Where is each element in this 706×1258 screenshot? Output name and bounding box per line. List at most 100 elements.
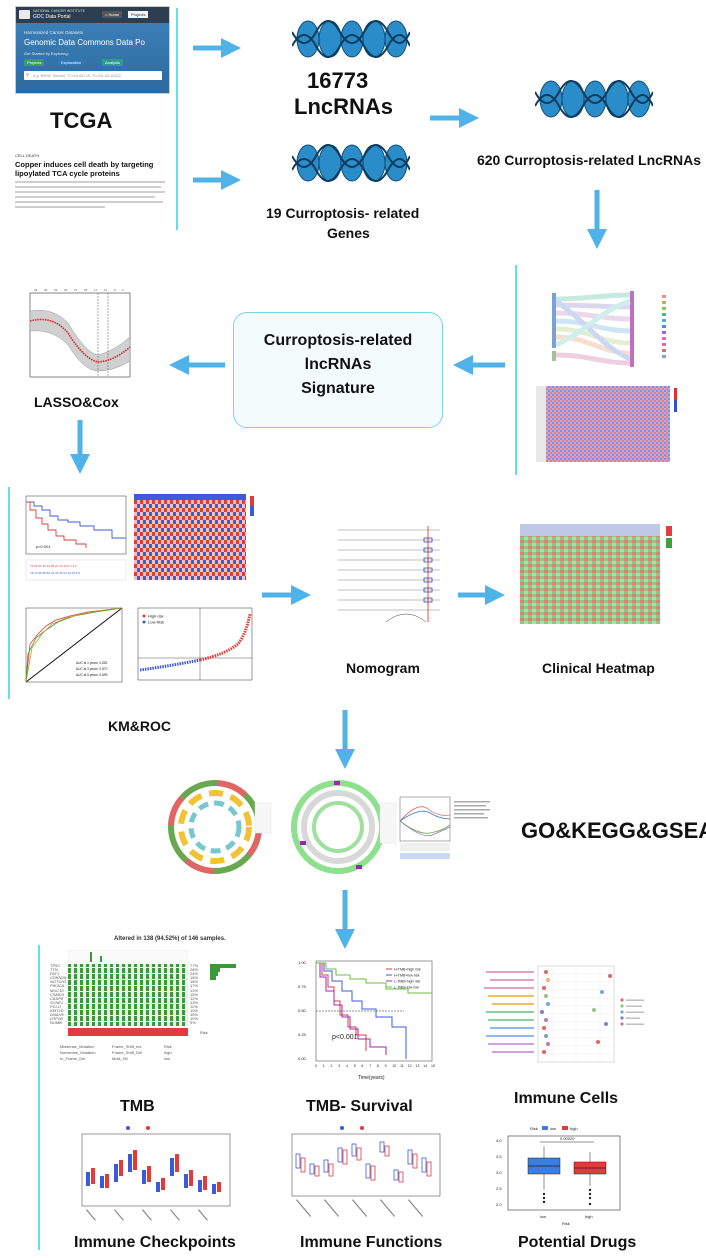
drugs-xlabel: Risk xyxy=(562,1221,570,1226)
drugs-xtick-low: low xyxy=(540,1214,546,1219)
drugs-legend-low: low xyxy=(550,1126,556,1131)
gsea-plot xyxy=(399,796,490,859)
km-pvalue: p<0.001 xyxy=(36,544,51,549)
tmb-oncoplot: Altered in 138 (94.52%) of 146 samples. … xyxy=(50,936,250,1040)
home-icon: ⌂ xyxy=(105,12,109,17)
roc-curve-plot: AUC at 1 years: 0.852 AUC at 3 years: 0.… xyxy=(25,607,123,683)
legend-frameshift-ins: Frame_Shift_Ins xyxy=(112,1044,142,1049)
surv-xtick: 3 xyxy=(338,1064,340,1068)
svg-text:27: 27 xyxy=(74,288,78,292)
divider-line xyxy=(38,945,40,1250)
svg-text:73 70 66 58 50 42 36 30 24 18: 73 70 66 58 50 42 36 30 24 18 12 6 3 xyxy=(30,571,80,575)
lncrnas-count: 16773 xyxy=(307,68,369,93)
risk-heatmap xyxy=(134,494,254,580)
surv-ytick-000: 0.00 xyxy=(298,1056,307,1061)
signature-label-line2: lncRNAs xyxy=(304,356,372,373)
lasso-label: LASSO&Cox xyxy=(34,394,119,410)
related-lncrnas-label: 620 Curroptosis-related LncRNAs xyxy=(476,152,702,168)
paper-thumbnail: CELL DEATH Copper induces cell death by … xyxy=(15,150,170,228)
surv-xtick: 2 xyxy=(331,1064,333,1068)
nomogram-label: Nomogram xyxy=(346,660,420,676)
signature-box xyxy=(233,312,443,428)
banner-line1: Harmonized Cancer Datasets xyxy=(24,30,84,35)
surv-xtick: 5 xyxy=(354,1064,356,1068)
search-icon: ⚲ xyxy=(26,72,29,77)
risk-legend-low: Low Risk xyxy=(148,620,164,625)
oncoplot-legend: Missense_Mutation Nonsense_Mutation In_F… xyxy=(60,1044,210,1066)
drugs-xtick-high: high xyxy=(585,1214,593,1219)
legend-risk-title: Risk xyxy=(164,1044,172,1049)
legend-missense: Missense_Mutation xyxy=(60,1044,95,1049)
portal-header: NATIONAL CANCER INSTITUTE GDC Data Porta… xyxy=(16,7,169,23)
immune-cells-plot xyxy=(484,965,644,1063)
surv-xtick: 11 xyxy=(400,1064,404,1068)
roc-legend-1: AUC at 1 years: 0.852 xyxy=(76,661,108,665)
nav-home[interactable]: ⌂ Home xyxy=(102,11,123,18)
nav-projects[interactable]: Projects xyxy=(128,11,149,18)
surv-xtick: 13 xyxy=(416,1064,420,1068)
legend-risk-high: high xyxy=(164,1050,172,1055)
paper-text-line xyxy=(15,186,161,188)
surv-xlabel: Time(years) xyxy=(358,1075,385,1081)
paper-text-line xyxy=(15,191,165,193)
svg-text:2: 2 xyxy=(122,288,124,292)
drugs-ytick-40: 4.0 xyxy=(496,1138,502,1143)
gdc-portal-screenshot: NATIONAL CANCER INSTITUTE GDC Data Porta… xyxy=(15,6,170,94)
surv-xtick: 6 xyxy=(361,1064,363,1068)
banner-line2: Genomic Data Commons Data Po xyxy=(24,38,145,47)
divider-line xyxy=(176,8,178,230)
surv-pvalue: p<0.001 xyxy=(332,1034,358,1041)
tmb-label: TMB xyxy=(120,1098,155,1115)
svg-text:73 62 51 40 34 28 20 14 10 6 4: 73 62 51 40 34 28 20 14 10 6 4 3 2 xyxy=(30,564,77,568)
go-kegg-gsea-label: GO&KEGG&GSEA xyxy=(521,818,706,843)
svg-text:6: 6 xyxy=(114,288,116,292)
surv-ytick-075: 0.75 xyxy=(298,984,307,989)
surv-xtick: 8 xyxy=(377,1064,379,1068)
portal-search-input[interactable]: ⚲ e.g. BRAF, Breast, TCGA-BLCA, TCGA-A5-… xyxy=(24,71,162,80)
legend-inframe: In_Frame_Del xyxy=(60,1056,86,1061)
svg-text:30: 30 xyxy=(64,288,68,292)
surv-xtick: 0 xyxy=(315,1064,317,1068)
legend-nonsense: Nonsense_Mutation xyxy=(60,1050,96,1055)
svg-text:32: 32 xyxy=(54,288,58,292)
svg-text:33: 33 xyxy=(44,288,48,292)
nih-logo-icon xyxy=(19,10,30,19)
dna-icon xyxy=(292,144,410,182)
legend-risk-low: low xyxy=(164,1056,171,1061)
exploration-button[interactable]: Exploration xyxy=(58,59,85,66)
surv-legend-1: H-TMB+high risk xyxy=(394,968,421,972)
paper-section: CELL DEATH xyxy=(15,153,40,158)
tmb-survival-label: TMB- Survival xyxy=(306,1098,413,1115)
immune-checkpoints-label: Immune Checkpoints xyxy=(74,1234,236,1251)
svg-text:17: 17 xyxy=(94,288,98,292)
drugs-ytick-35: 3.5 xyxy=(496,1154,502,1159)
roc-legend-3: AUC at 3 years: 0.870 xyxy=(76,667,108,671)
projects-button[interactable]: Projects xyxy=(24,59,45,66)
svg-text:33: 33 xyxy=(34,288,38,292)
drugs-legend-title: Risk xyxy=(530,1126,538,1131)
oncoplot-percents: 77%28%24% 18%18%17% 13%15%12% 13%11%10% … xyxy=(190,963,199,1026)
oncoplot-risk-label: Risk xyxy=(200,1030,208,1035)
surv-xtick: 1 xyxy=(323,1064,325,1068)
signature-label-line3: Signature xyxy=(301,380,375,397)
sankey-plot xyxy=(552,291,666,367)
legend-frameshift-del: Frame_Shift_Del xyxy=(112,1050,143,1055)
portal-banner: Harmonized Cancer Datasets Genomic Data … xyxy=(16,23,169,93)
risk-legend-high: High risk xyxy=(148,614,164,619)
banner-line3: Get Started by Exploring: xyxy=(24,51,69,56)
analysis-button[interactable]: Analysis xyxy=(102,59,123,66)
tmb-survival-plot: 1.00 0.75 0.50 0.25 0.00 p<0.001 Time(ye… xyxy=(298,960,435,1081)
km-survival-plot: p<0.001 73 62 51 40 34 28 20 14 10 6 4 3… xyxy=(25,495,127,581)
portal-search-placeholder: e.g. BRAF, Breast, TCGA-BLCA, TCGA-A5-A0… xyxy=(33,73,121,78)
surv-xtick: 4 xyxy=(346,1064,348,1068)
surv-ytick-025: 0.25 xyxy=(298,1032,307,1037)
genes-label-line2: Genes xyxy=(327,225,370,241)
immune-functions-boxplot xyxy=(291,1126,441,1217)
surv-xtick: 15 xyxy=(431,1064,435,1068)
signature-label-line1: Curroptosis-related xyxy=(263,332,413,349)
dna-icon xyxy=(292,20,410,58)
drugs-ytick-20: 2.0 xyxy=(496,1202,502,1207)
lncrnas-label: LncRNAs xyxy=(294,94,394,119)
